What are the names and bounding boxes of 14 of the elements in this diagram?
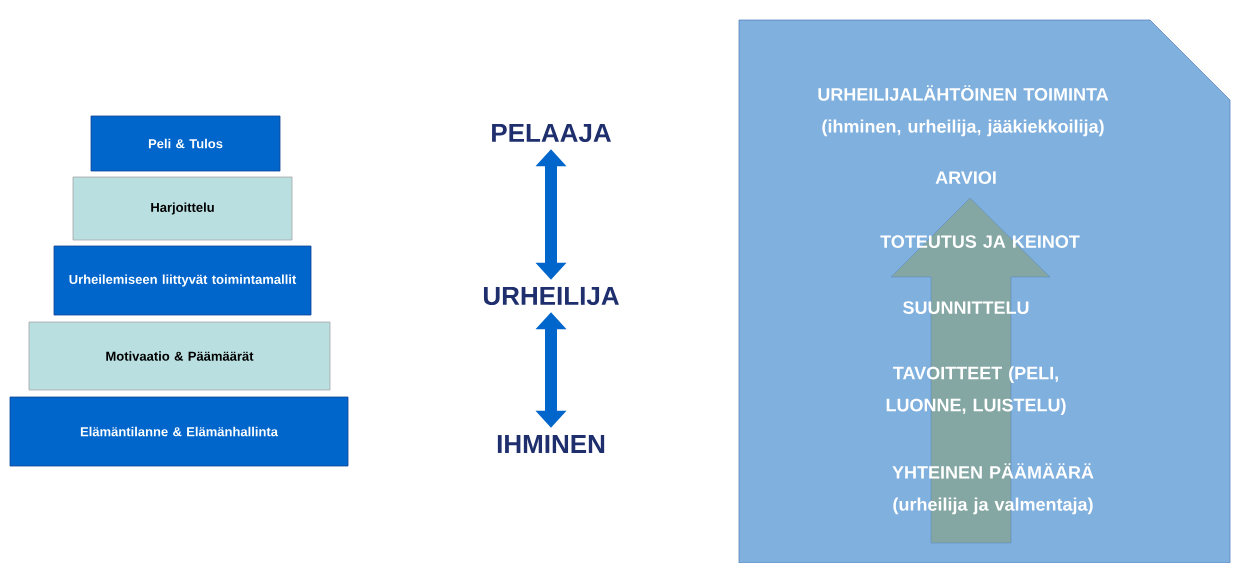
pyramid-box: Motivaatio & Päämäärät	[28, 321, 331, 391]
stage-label: YHTEINEN PÄÄMÄÄRÄ (urheilija ja valmentaja)	[892, 463, 1094, 515]
level-label: IHMINEN	[497, 435, 605, 453]
stage-label: ARVIOI	[935, 171, 996, 184]
stage-label: SUUNNITTELU	[903, 301, 1029, 314]
pyramid-box: Harjoittelu	[72, 176, 293, 241]
stage-label: TOTEUTUS JA KEINOT	[880, 235, 1080, 248]
pyramid-box: Urheilemiseen liittyvät toimintamallit	[53, 245, 312, 316]
stage-label: TAVOITTEET (PELI, LUONNE, LUISTELU)	[886, 366, 1066, 415]
pyramid-box: Elämäntilanne & Elämänhallinta	[9, 396, 349, 467]
level-label: PELAAJA	[492, 123, 611, 143]
level-label: URHEILIJA	[483, 286, 619, 306]
pyramid-box: Peli & Tulos	[90, 115, 281, 172]
panel-heading: URHEILIJALÄHTÖINEN TOIMINTA (ihminen, urheilija, jääkiekkoilija)	[818, 85, 1109, 137]
